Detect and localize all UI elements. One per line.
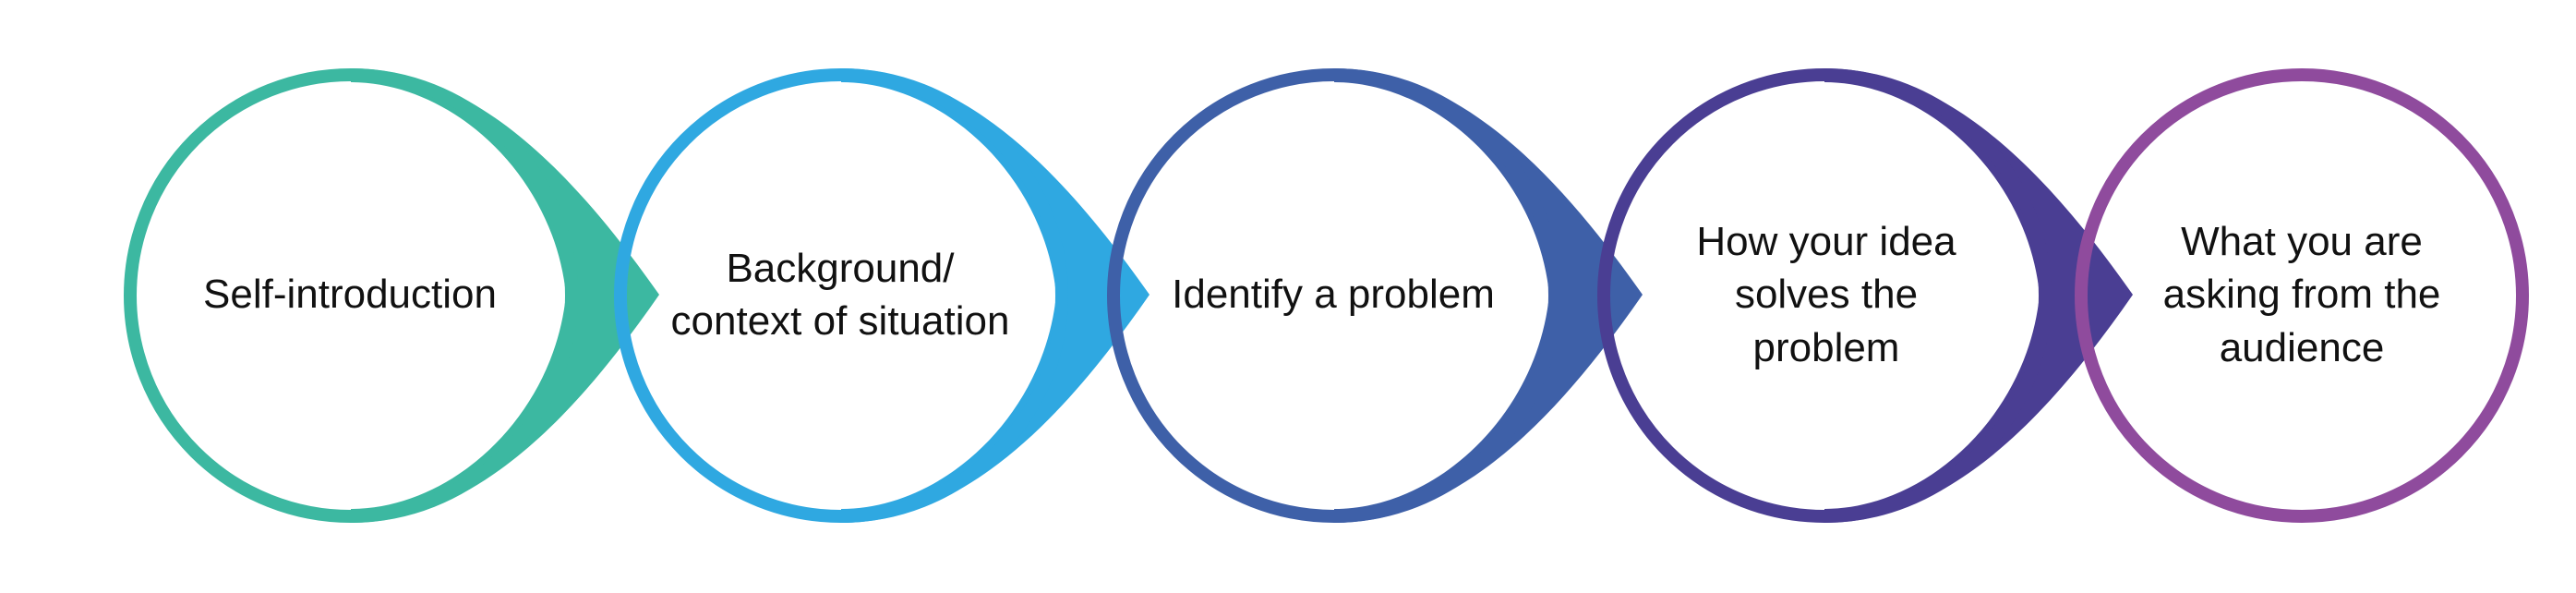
step-4-label: How your idea solves the problem [1696, 219, 1956, 370]
step-1 [124, 68, 659, 523]
step-3-label: Identify a problem [1172, 272, 1495, 318]
step-1-ring [124, 68, 578, 523]
step-4-ring [1597, 68, 2052, 523]
step-2-ring [614, 68, 1068, 523]
step-3 [1107, 68, 1643, 523]
step-4 [1597, 68, 2133, 523]
step-3-ring [1107, 68, 1561, 523]
step-2-label: Background/ context of situation [670, 245, 1010, 344]
step-1-arrow-fill [351, 68, 659, 523]
step-5 [2075, 68, 2529, 523]
step-3-arrow-fill [1334, 68, 1643, 523]
step-5-ring [2075, 68, 2529, 523]
step-1-label: Self-introduction [203, 272, 497, 318]
step-5-label: What you are asking from the audience [2162, 219, 2441, 370]
step-2 [614, 68, 1150, 523]
step-4-arrow-fill [1824, 68, 2133, 523]
step-2-arrow-fill [841, 68, 1150, 523]
